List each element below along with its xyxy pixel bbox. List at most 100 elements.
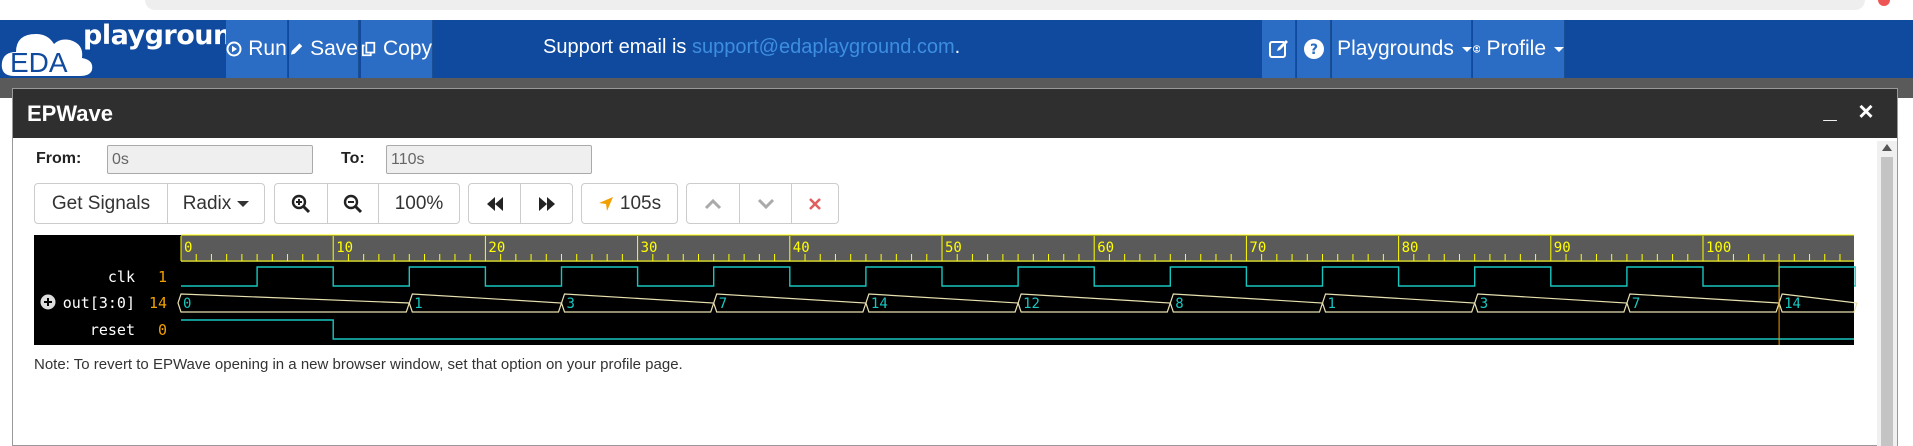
bus-value-label: 0 [183,296,191,312]
signal-value: 0 [158,321,167,339]
bus-segment[interactable] [560,293,715,313]
pencil-icon [290,43,303,55]
bus-segment[interactable] [1017,293,1172,313]
epwave-note: Note: To revert to EPWave opening in a n… [34,356,683,373]
bus-segment[interactable] [1474,293,1628,313]
zoom-in-icon [291,194,311,213]
bus-segment[interactable] [1321,293,1476,313]
reset-waveform[interactable] [181,319,1854,340]
copy-label: Copy [382,37,432,60]
move-down-button[interactable] [739,183,792,224]
zoom-level: 100% [394,192,444,214]
bus-segment[interactable] [713,293,867,313]
signal-name[interactable]: out[3:0] [63,294,135,312]
time-ruler[interactable] [181,235,1854,262]
ruler-tick-label: 20 [488,240,505,256]
get-signals-label: Get Signals [51,192,151,214]
browser-strip [0,0,1913,20]
signal-name[interactable]: clk [108,268,135,286]
bus-segment[interactable] [408,293,563,313]
step-back-button[interactable] [468,183,521,224]
bus-value-label: 8 [1175,296,1183,312]
playgrounds-menu[interactable]: Playgrounds [1332,20,1472,78]
from-label: From: [36,150,82,167]
bus-value-label: 14 [871,296,888,312]
scroll-up-arrow-icon[interactable] [1882,144,1892,151]
signal-value: 1 [158,268,167,286]
run-button[interactable]: Run [226,20,288,78]
to-label: To: [341,150,365,167]
edit-button[interactable] [1262,20,1296,78]
minimize-button[interactable]: _ [1823,97,1837,124]
eda-logo-cloud-icon[interactable]: EDA [0,26,94,78]
play-circle-icon [226,41,242,57]
from-input[interactable] [107,145,313,174]
ruler-tick-label: 90 [1554,240,1571,256]
bus-segment[interactable] [1626,293,1780,313]
scroll-thumb[interactable] [1881,157,1893,446]
backward-icon [486,196,503,211]
svg-text:?: ? [1309,42,1317,58]
radix-label: Radix [182,192,232,214]
cursor-time-button[interactable]: 105s [581,183,678,224]
logo-eda-text: EDA [10,47,68,78]
forward-icon [538,196,555,211]
profile-menu[interactable]: Profile [1473,20,1565,78]
to-input[interactable] [386,145,592,174]
ruler-tick-label: 100 [1706,240,1731,256]
zoom-out-button[interactable] [327,183,379,224]
support-text: Support email is support@edaplayground.c… [543,36,960,59]
bus-segment[interactable] [177,293,411,313]
bus-value-label: 1 [1328,296,1336,312]
browser-account-icon[interactable] [1878,0,1890,6]
ruler-tick-label: 0 [184,240,192,256]
zoom-out-icon [343,194,363,213]
copy-button[interactable]: Copy [361,20,433,78]
dialog-title: EPWave [27,101,114,126]
help-button[interactable]: ? [1297,20,1331,78]
support-suffix: . [954,36,961,58]
expand-signal-icon[interactable] [40,294,56,310]
clk-waveform[interactable] [181,266,1856,287]
support-email-link[interactable]: support@edaplayground.com [691,36,955,58]
ruler-tick-label: 30 [641,240,658,256]
zoom-level-button[interactable]: 100% [378,183,460,224]
bus-value-label: 7 [1632,296,1640,312]
bus-value-label: 3 [567,296,575,312]
zoom-in-button[interactable] [274,183,328,224]
bus-value-label: 12 [1023,296,1040,312]
radix-dropdown[interactable]: Radix [167,183,265,224]
playgrounds-label: Playgrounds [1337,37,1454,60]
logo-playground-text[interactable]: playground [83,20,251,51]
dialog-header[interactable]: EPWave _ × [13,89,1897,138]
browser-address-bar[interactable] [145,0,1865,10]
ruler-tick-label: 10 [336,240,353,256]
chevron-up-icon [704,198,722,209]
caret-down-icon [1554,46,1564,52]
bus-segment[interactable] [1169,293,1324,313]
save-button[interactable]: Save [289,20,359,78]
move-up-button[interactable] [686,183,740,224]
ruler-tick-label: 60 [1097,240,1114,256]
bus-segment[interactable] [865,293,1019,313]
step-forward-button[interactable] [520,183,573,224]
bus-value-label: 1 [414,296,422,312]
remove-signal-button[interactable] [791,183,839,224]
support-prefix: Support email is [543,36,692,58]
profile-label: Profile [1486,37,1546,60]
signal-name[interactable]: reset [90,321,135,339]
copy-icon [361,41,376,57]
close-button[interactable]: × [1858,96,1874,126]
user-circle-icon [1473,45,1481,53]
top-navbar: EDA playground Run Save Copy Support ema… [0,20,1913,78]
vertical-scrollbar[interactable] [1877,141,1897,446]
expand-plus [44,298,52,306]
ruler-tick-label: 70 [1249,240,1266,256]
edit-icon [1268,40,1288,58]
caret-down-icon [237,200,250,207]
get-signals-button[interactable]: Get Signals [34,183,168,224]
